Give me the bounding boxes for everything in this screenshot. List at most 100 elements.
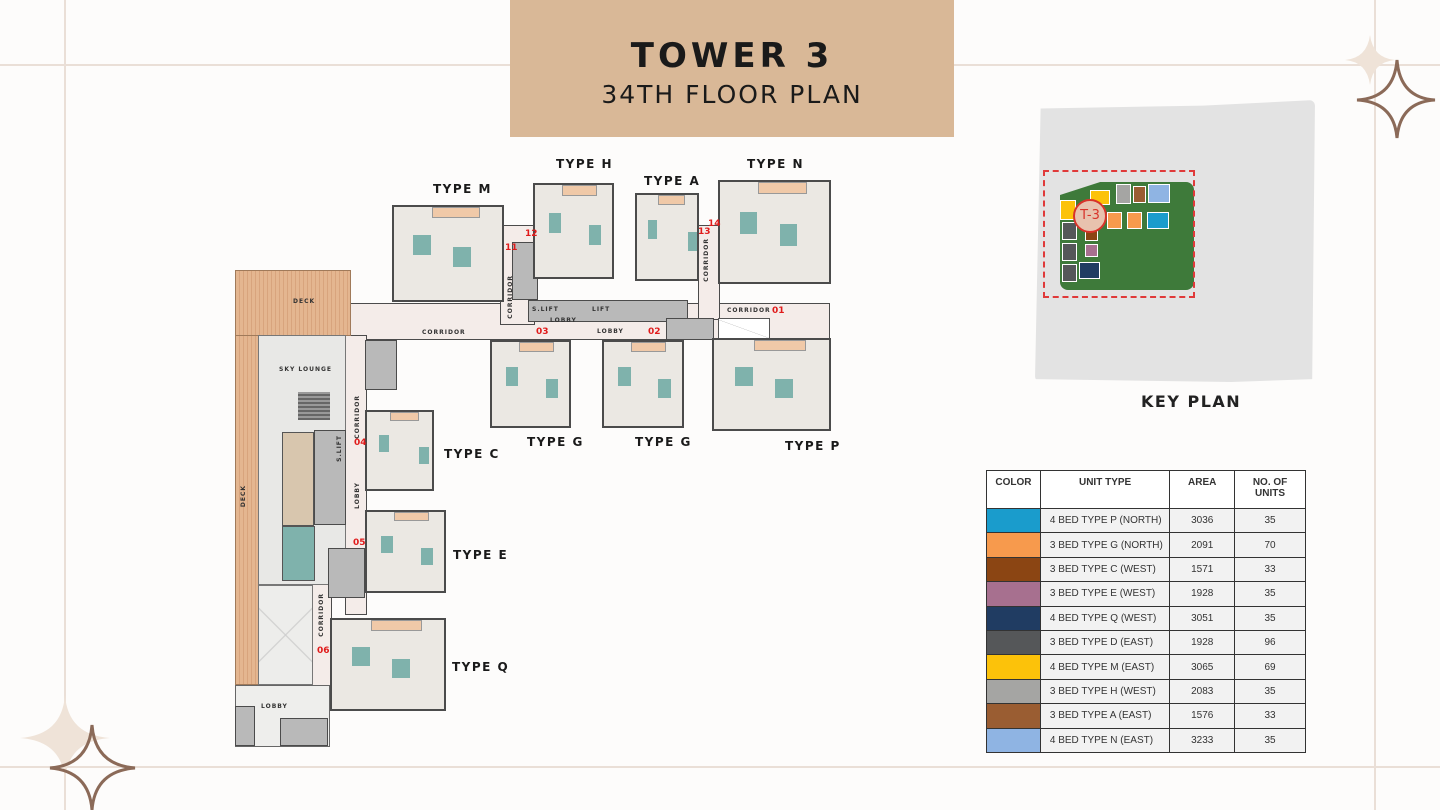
unit-label: TYPE Q bbox=[452, 660, 510, 674]
key-block bbox=[1133, 186, 1146, 203]
units-cell: 35 bbox=[1234, 727, 1306, 753]
area-label: CORRIDOR bbox=[354, 395, 361, 439]
area-label: CORRIDOR bbox=[318, 593, 325, 637]
key-block bbox=[1062, 243, 1077, 261]
unit-label: TYPE M bbox=[433, 182, 492, 196]
unit-type-c[interactable] bbox=[365, 410, 434, 491]
unit-type-m[interactable] bbox=[392, 205, 504, 302]
area-label: CORRIDOR bbox=[507, 275, 514, 319]
page-title: TOWER 3 bbox=[630, 36, 834, 76]
table-row: 3 BED TYPE C (WEST) 1571 33 bbox=[986, 556, 1306, 583]
area-label: DECK bbox=[293, 298, 316, 305]
frame-line bbox=[0, 64, 510, 66]
table-row: 3 BED TYPE E (WEST) 1928 35 bbox=[986, 581, 1306, 607]
lounge-room bbox=[282, 432, 314, 526]
area-cell: 1571 bbox=[1169, 556, 1236, 583]
units-cell: 33 bbox=[1234, 703, 1306, 729]
frame-line bbox=[64, 0, 66, 810]
unit-type-cell: 3 BED TYPE C (WEST) bbox=[1039, 556, 1171, 583]
key-block bbox=[1107, 212, 1122, 229]
unit-label: TYPE N bbox=[747, 157, 805, 171]
frame-line bbox=[0, 766, 1440, 768]
unit-type-a[interactable] bbox=[635, 193, 699, 281]
color-swatch bbox=[986, 703, 1041, 729]
unit-label: TYPE P bbox=[785, 439, 841, 453]
color-swatch bbox=[986, 507, 1041, 534]
stair-core bbox=[280, 718, 328, 746]
table-row: 3 BED TYPE G (NORTH) 2091 70 bbox=[986, 532, 1306, 558]
unit-type-cell: 4 BED TYPE M (EAST) bbox=[1039, 654, 1171, 680]
frame-line bbox=[954, 64, 1440, 66]
unit-type-cell: 3 BED TYPE D (EAST) bbox=[1039, 629, 1171, 656]
unit-number: 01 bbox=[772, 306, 785, 316]
sparkle-icon bbox=[20, 695, 136, 810]
area-cell: 3065 bbox=[1169, 654, 1236, 680]
lift-core bbox=[528, 300, 688, 322]
unit-label: TYPE G bbox=[635, 435, 692, 449]
tower-marker: T-3 bbox=[1073, 199, 1107, 233]
units-cell: 70 bbox=[1234, 532, 1306, 558]
area-label: SKY LOUNGE bbox=[279, 366, 333, 373]
area-label: CORRIDOR bbox=[703, 238, 710, 282]
unit-type-n[interactable] bbox=[718, 180, 831, 284]
unit-label: TYPE G bbox=[527, 435, 584, 449]
color-swatch bbox=[986, 556, 1041, 583]
unit-label: TYPE C bbox=[444, 447, 500, 461]
key-block bbox=[1148, 184, 1170, 203]
area-label: CORRIDOR bbox=[727, 307, 771, 314]
area-cell: 1928 bbox=[1169, 629, 1236, 656]
units-cell: 35 bbox=[1234, 507, 1306, 534]
area-cell: 2091 bbox=[1169, 532, 1236, 558]
tower-highlight-box bbox=[1043, 170, 1195, 298]
unit-type-g[interactable] bbox=[602, 340, 684, 428]
color-swatch bbox=[986, 727, 1041, 753]
key-block bbox=[1079, 262, 1100, 279]
unit-type-cell: 3 BED TYPE H (WEST) bbox=[1039, 678, 1171, 705]
area-label: LOBBY bbox=[550, 317, 577, 324]
unit-type-cell: 3 BED TYPE A (EAST) bbox=[1039, 703, 1171, 729]
area-label: LOBBY bbox=[354, 482, 361, 509]
unit-type-h[interactable] bbox=[533, 183, 614, 279]
unit-number: 14 bbox=[708, 219, 721, 229]
unit-type-cell: 4 BED TYPE N (EAST) bbox=[1039, 727, 1171, 753]
unit-number: 02 bbox=[648, 327, 661, 337]
key-plan-label: KEY PLAN bbox=[1141, 392, 1242, 411]
area-label: S.LIFT bbox=[336, 435, 343, 462]
unit-label: TYPE A bbox=[644, 174, 701, 188]
key-block bbox=[1147, 212, 1169, 229]
color-swatch bbox=[986, 654, 1041, 680]
unit-label: TYPE H bbox=[556, 157, 614, 171]
stair-core bbox=[666, 318, 714, 340]
unit-number: 12 bbox=[525, 229, 538, 239]
key-block bbox=[1085, 244, 1098, 257]
area-label: S.LIFT bbox=[532, 306, 559, 313]
table-row: 4 BED TYPE P (NORTH) 3036 35 bbox=[986, 507, 1306, 534]
key-block bbox=[1116, 184, 1131, 204]
lift-core bbox=[314, 430, 346, 525]
stair-core bbox=[328, 548, 365, 598]
deck bbox=[235, 270, 351, 336]
color-swatch bbox=[986, 532, 1041, 558]
unit-type-p[interactable] bbox=[712, 338, 831, 431]
lift-core bbox=[235, 706, 255, 746]
units-cell: 35 bbox=[1234, 678, 1306, 705]
color-swatch bbox=[986, 629, 1041, 656]
unit-type-cell: 3 BED TYPE E (WEST) bbox=[1039, 581, 1171, 607]
table-row: 4 BED TYPE M (EAST) 3065 69 bbox=[986, 654, 1306, 680]
key-block bbox=[1062, 222, 1077, 240]
sparkle-icon bbox=[1345, 35, 1436, 139]
unit-type-cell: 4 BED TYPE P (NORTH) bbox=[1039, 507, 1171, 534]
color-swatch bbox=[986, 605, 1041, 631]
key-block bbox=[1127, 212, 1142, 229]
unit-number: 11 bbox=[505, 243, 518, 253]
unit-type-e[interactable] bbox=[365, 510, 446, 593]
table-header-row: COLOR UNIT TYPE AREA NO. OF UNITS bbox=[986, 470, 1306, 509]
units-cell: 35 bbox=[1234, 581, 1306, 607]
unit-type-g[interactable] bbox=[490, 340, 571, 428]
unit-type-q[interactable] bbox=[330, 618, 446, 711]
area-cell: 3036 bbox=[1169, 507, 1236, 534]
units-cell: 33 bbox=[1234, 556, 1306, 583]
color-swatch bbox=[986, 678, 1041, 705]
void bbox=[718, 318, 770, 340]
area-cell: 1928 bbox=[1169, 581, 1236, 607]
